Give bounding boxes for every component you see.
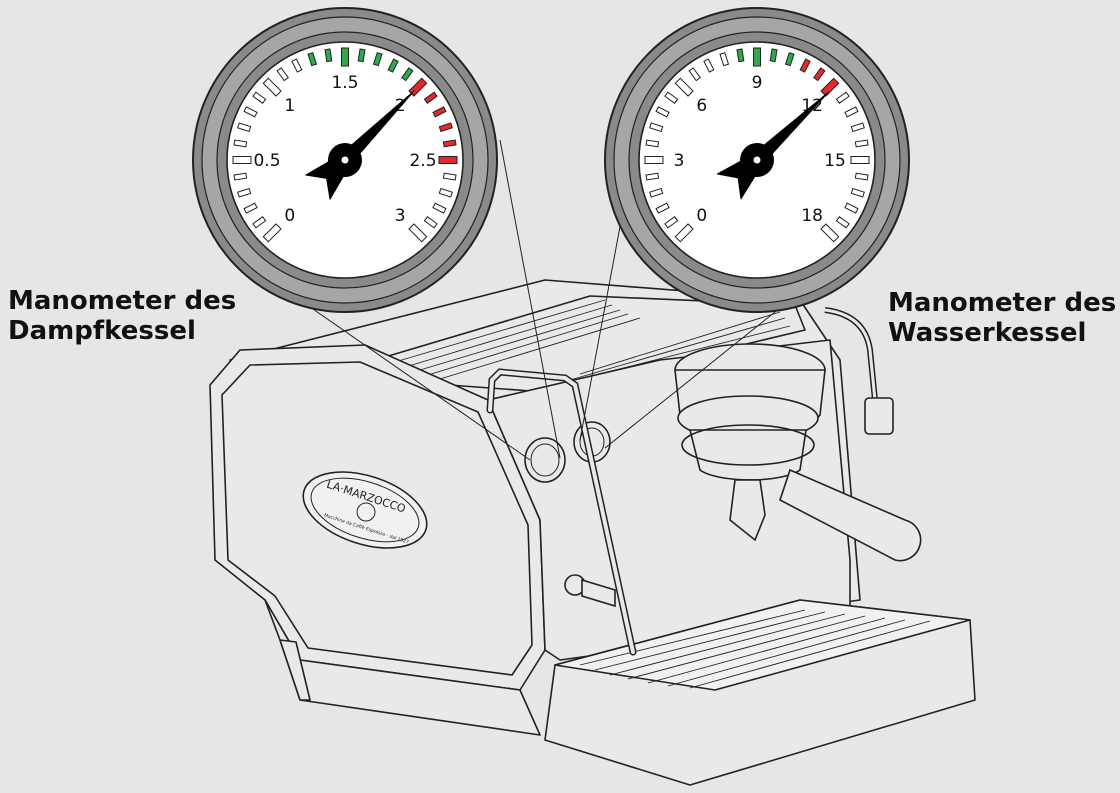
steam-major-tick — [262, 77, 282, 97]
steam-minor-tick — [423, 91, 438, 104]
water-minor-tick — [850, 187, 865, 198]
water-minor-tick — [664, 216, 679, 229]
water-minor-tick — [664, 91, 679, 104]
water-minor-tick — [850, 122, 865, 133]
water-label-line1: Manometer des — [888, 288, 1117, 318]
steam-major-tick — [262, 223, 282, 243]
steam-minor-tick — [233, 172, 248, 181]
machine-foot — [279, 639, 311, 701]
water-tick-label: 18 — [801, 206, 823, 226]
steam-minor-tick — [237, 187, 252, 198]
water-tick-label: 6 — [696, 96, 707, 116]
steam-tick-label: 3 — [395, 206, 406, 226]
brand-badge: LA·MARZOCCO Macchine da Caffè Espresso ·… — [302, 471, 428, 549]
water-major-tick — [820, 77, 840, 97]
water-boiler-pressure-gauge: 0369121518 — [604, 7, 910, 313]
steam-boiler-gauge-label: Manometer des Dampfkessel — [8, 286, 236, 346]
portafilter-spout — [729, 479, 766, 542]
water-minor-tick — [854, 139, 869, 148]
steam-minor-tick — [276, 67, 289, 82]
steam-minor-tick — [252, 91, 267, 104]
drip-tray-grate — [579, 609, 931, 689]
water-minor-tick — [703, 58, 715, 73]
water-label-line2: Wasserkessel — [888, 318, 1087, 348]
steam-tick-label: 1.5 — [331, 73, 358, 93]
steam-minor-tick — [243, 202, 258, 214]
water-minor-tick — [649, 187, 664, 198]
steam-major-tick — [438, 156, 458, 164]
water-minor-tick — [719, 52, 730, 67]
steam-minor-tick — [252, 216, 267, 229]
steam-major-tick — [232, 156, 252, 164]
steam-major-tick — [341, 47, 349, 67]
water-minor-tick — [835, 91, 850, 104]
water-tick-label: 0 — [696, 206, 707, 226]
water-minor-tick — [645, 139, 660, 148]
water-tick-label: 3 — [674, 151, 685, 171]
steam-minor-tick — [372, 52, 383, 67]
water-minor-tick — [835, 216, 850, 229]
water-tick-label: 15 — [824, 151, 846, 171]
steam-minor-tick — [357, 48, 366, 63]
steam-minor-tick — [291, 58, 303, 73]
water-minor-tick — [854, 172, 869, 181]
steam-minor-tick — [243, 106, 258, 118]
steam-needle-pin — [341, 156, 349, 164]
steam-minor-tick — [237, 122, 252, 133]
steam-minor-tick — [442, 139, 457, 148]
steam-minor-tick — [423, 216, 438, 229]
steam-tick-label: 1 — [284, 96, 295, 116]
steam-minor-tick — [307, 52, 318, 67]
steam-minor-tick — [442, 172, 457, 181]
steam-tick-label: 0 — [284, 206, 295, 226]
steam-tick-label: 2.5 — [409, 151, 436, 171]
water-major-tick — [820, 223, 840, 243]
water-major-tick — [850, 156, 870, 164]
water-minor-tick — [784, 52, 795, 67]
water-minor-tick — [645, 172, 660, 181]
steam-minor-tick — [432, 202, 447, 214]
water-tick-label: 9 — [752, 73, 763, 93]
water-minor-tick — [844, 202, 859, 214]
steam-minor-tick — [438, 122, 453, 133]
drip-tray-top — [554, 599, 971, 691]
steam-minor-tick — [432, 106, 447, 118]
top-grille — [394, 299, 791, 385]
water-major-tick — [674, 77, 694, 97]
brew-group — [674, 343, 922, 562]
water-major-tick — [644, 156, 664, 164]
steam-major-tick — [408, 223, 428, 243]
globe-icon — [356, 502, 376, 522]
water-major-tick — [674, 223, 694, 243]
left-panel-inner-edge — [221, 361, 533, 676]
hot-water-tip — [824, 307, 894, 435]
steam-minor-tick — [401, 67, 414, 82]
steam-boiler-pressure-gauge: 00.511.522.53 — [192, 7, 498, 313]
water-minor-tick — [844, 106, 859, 118]
water-minor-tick — [655, 202, 670, 214]
water-minor-tick — [655, 106, 670, 118]
steam-minor-tick — [438, 187, 453, 198]
gauge-sockets — [524, 421, 611, 483]
water-minor-tick — [736, 48, 745, 63]
steam-minor-tick — [324, 48, 333, 63]
water-minor-tick — [688, 67, 701, 82]
water-major-tick — [753, 47, 761, 67]
water-minor-tick — [813, 67, 826, 82]
steam-label-line1: Manometer des — [8, 286, 237, 316]
water-boiler-gauge-label: Manometer des Wasserkessel — [888, 288, 1116, 348]
water-minor-tick — [799, 58, 811, 73]
steam-minor-tick — [387, 58, 399, 73]
water-needle-pin — [753, 156, 761, 164]
water-minor-tick — [769, 48, 778, 63]
water-minor-tick — [649, 122, 664, 133]
valve-knob — [564, 574, 616, 608]
steam-tick-label: 0.5 — [253, 151, 280, 171]
portafilter-handle — [779, 468, 922, 562]
steam-label-line2: Dampfkessel — [8, 316, 196, 346]
steam-minor-tick — [233, 139, 248, 148]
